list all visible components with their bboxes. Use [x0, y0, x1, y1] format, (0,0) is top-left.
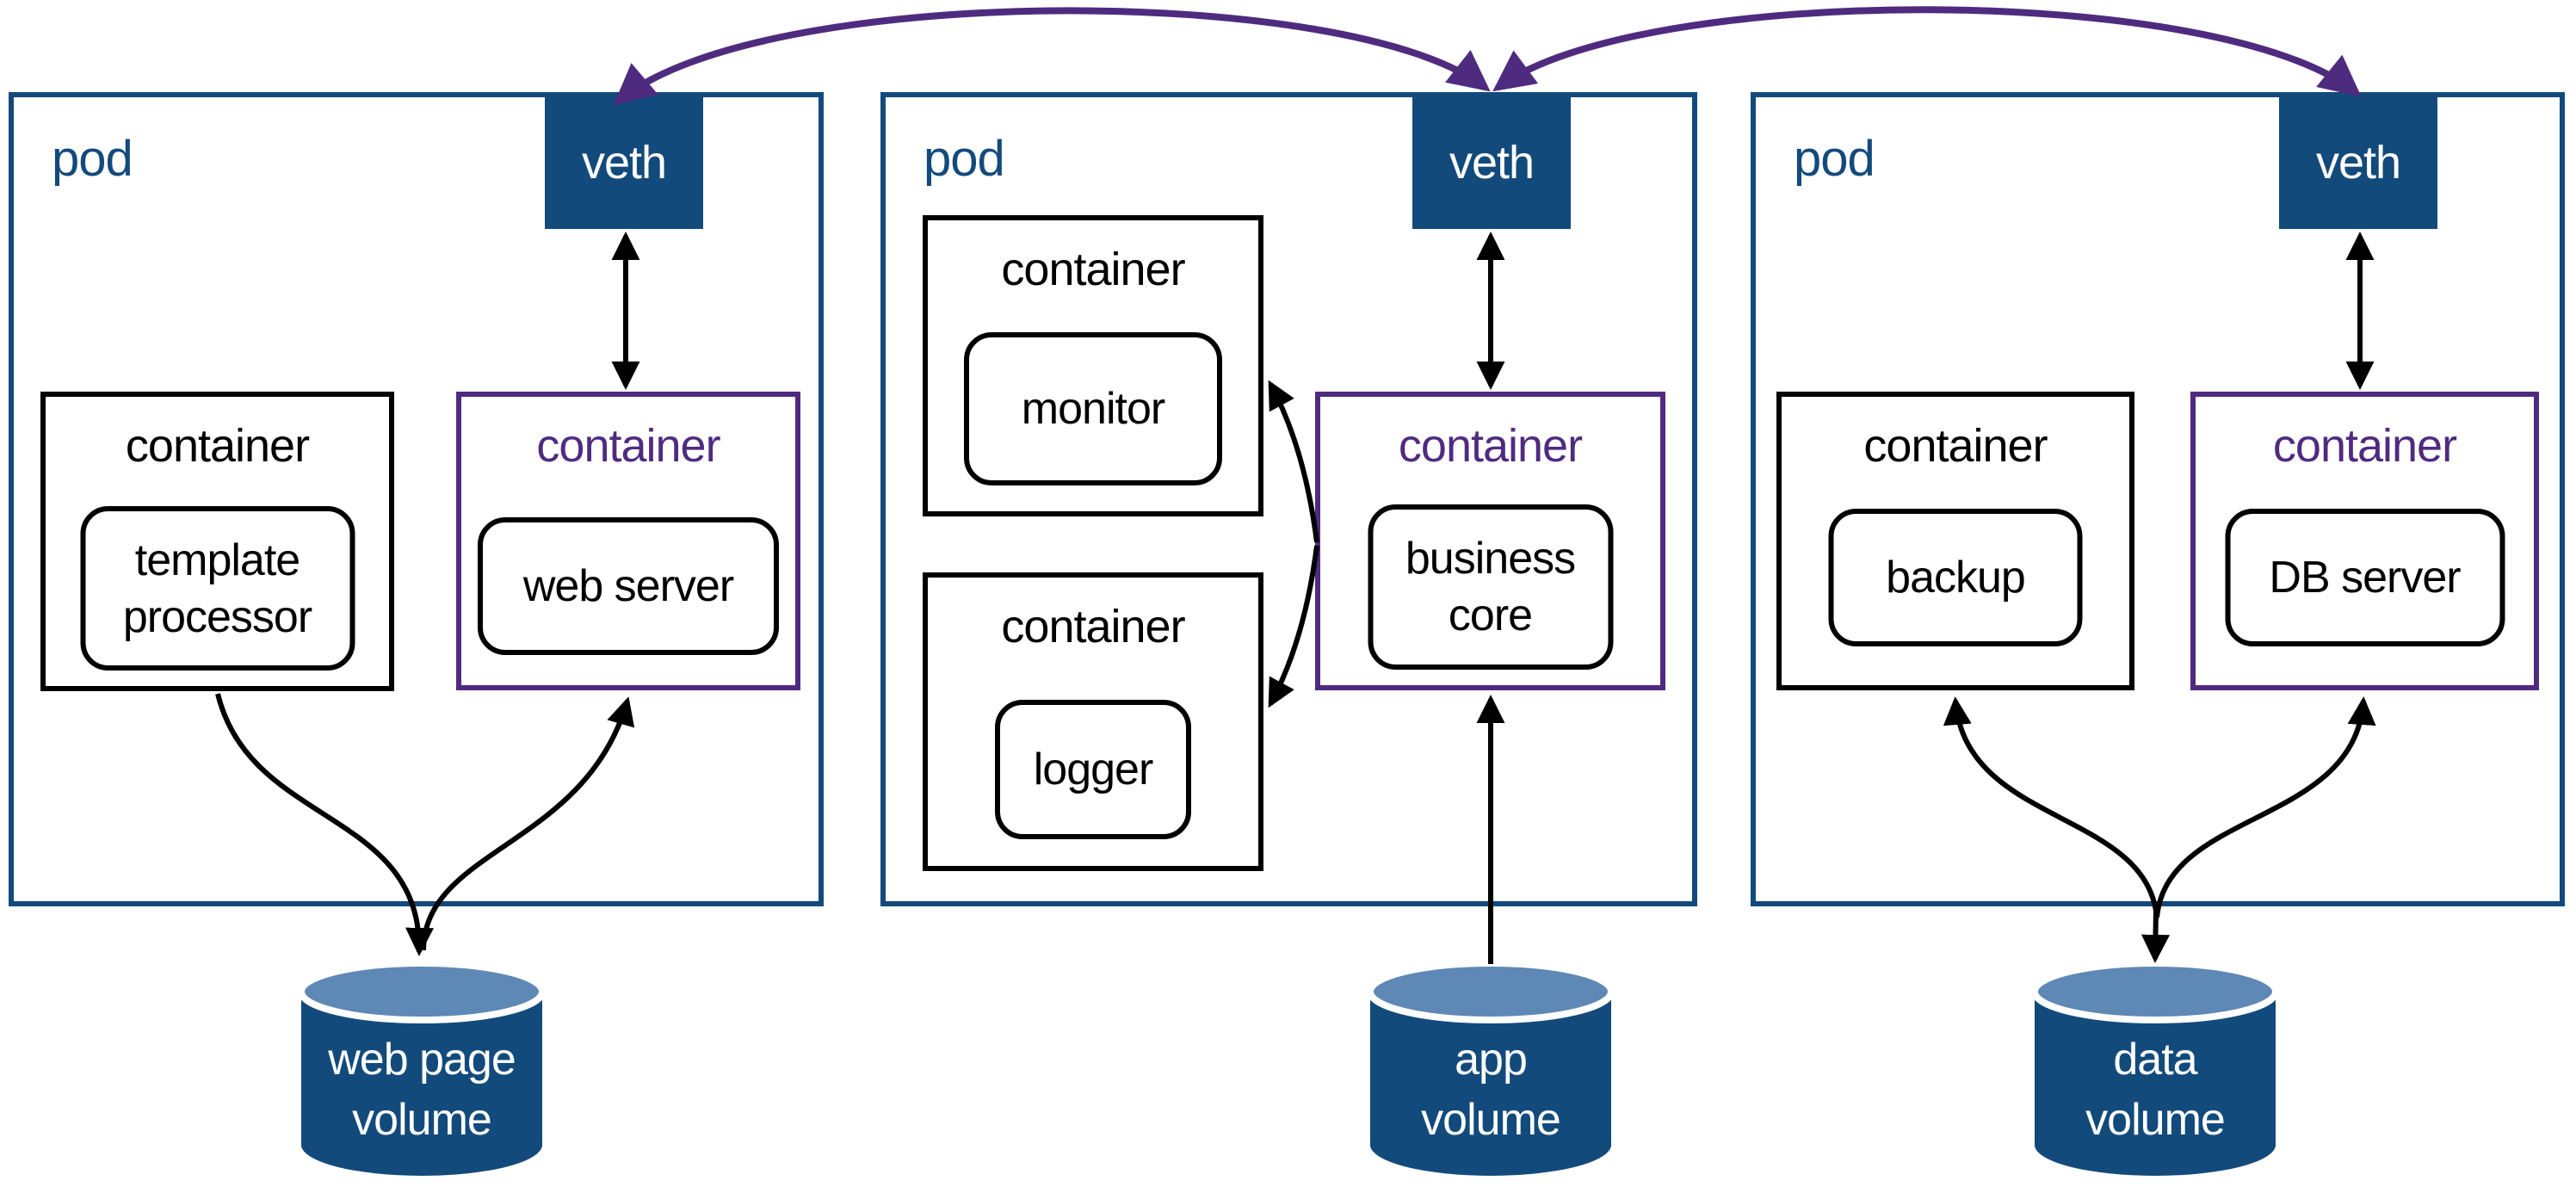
volume-label-line: volume	[2085, 1095, 2226, 1145]
app-label-line: template	[134, 535, 300, 585]
veth-label: veth	[2315, 137, 2401, 189]
app-box-monitor: monitor	[964, 332, 1222, 485]
container-box-monitor: container monitor	[923, 215, 1263, 516]
container-box-db-server: container DB server	[2190, 392, 2539, 690]
app-label-line: business	[1405, 534, 1576, 584]
arrow-veth2-veth3	[1492, 6, 2362, 97]
container-box-backup: container backup	[1776, 392, 2134, 690]
app-box-db-server: DB server	[2225, 509, 2505, 646]
app-box-business-core: business core	[1368, 504, 1613, 670]
container-box-web-server: container web server	[456, 392, 800, 690]
app-label-line: monitor	[1021, 384, 1165, 434]
app-label-line: web server	[522, 561, 734, 611]
pod-label: pod	[52, 131, 133, 187]
cylinder-top-ellipse	[2031, 960, 2279, 1023]
veth-box-1: veth	[545, 96, 703, 229]
container-label: container	[2272, 420, 2457, 472]
volume-label-line: volume	[352, 1095, 492, 1145]
volume-label-line: app	[1455, 1035, 1528, 1085]
container-label: container	[1863, 420, 2048, 472]
arrow-into-datavolume	[2140, 908, 2170, 963]
app-box-logger: logger	[995, 700, 1191, 839]
app-label-line: DB server	[2269, 553, 2461, 603]
container-label: container	[125, 420, 310, 472]
app-box-web-server: web server	[478, 517, 779, 655]
pod-label: pod	[1794, 131, 1875, 187]
app-box-template-processor: template processor	[80, 506, 355, 671]
veth-box-3: veth	[2279, 96, 2437, 229]
container-box-template-processor: container template processor	[40, 392, 394, 691]
volume-label-line: data	[2113, 1035, 2197, 1085]
cylinder-top-ellipse	[298, 960, 546, 1023]
container-box-business-core: container business core	[1315, 392, 1665, 690]
arrow-veth1-veth2	[613, 7, 1491, 106]
cylinder-top-ellipse	[1367, 960, 1615, 1023]
app-label-line: core	[1448, 590, 1533, 640]
veth-box-2: veth	[1412, 96, 1571, 229]
veth-label: veth	[581, 137, 667, 189]
container-label: container	[1001, 244, 1185, 295]
pod-label: pod	[924, 131, 1005, 187]
container-label: container	[1001, 601, 1185, 652]
volume-label-line: web page	[328, 1035, 516, 1085]
app-box-backup: backup	[1828, 509, 2083, 646]
app-label-line: logger	[1033, 745, 1154, 794]
container-label: container	[1398, 420, 1583, 472]
volume-label-web-page: web page volume	[284, 1029, 559, 1150]
volume-label-data: data volume	[2017, 1029, 2293, 1150]
veth-label: veth	[1449, 137, 1535, 189]
container-box-logger: container logger	[923, 572, 1263, 871]
container-label: container	[536, 420, 720, 472]
app-label-line: processor	[122, 591, 312, 642]
app-label-line: backup	[1886, 553, 2026, 603]
volume-label-line: volume	[1421, 1095, 1561, 1145]
volume-label-app: app volume	[1353, 1029, 1628, 1150]
